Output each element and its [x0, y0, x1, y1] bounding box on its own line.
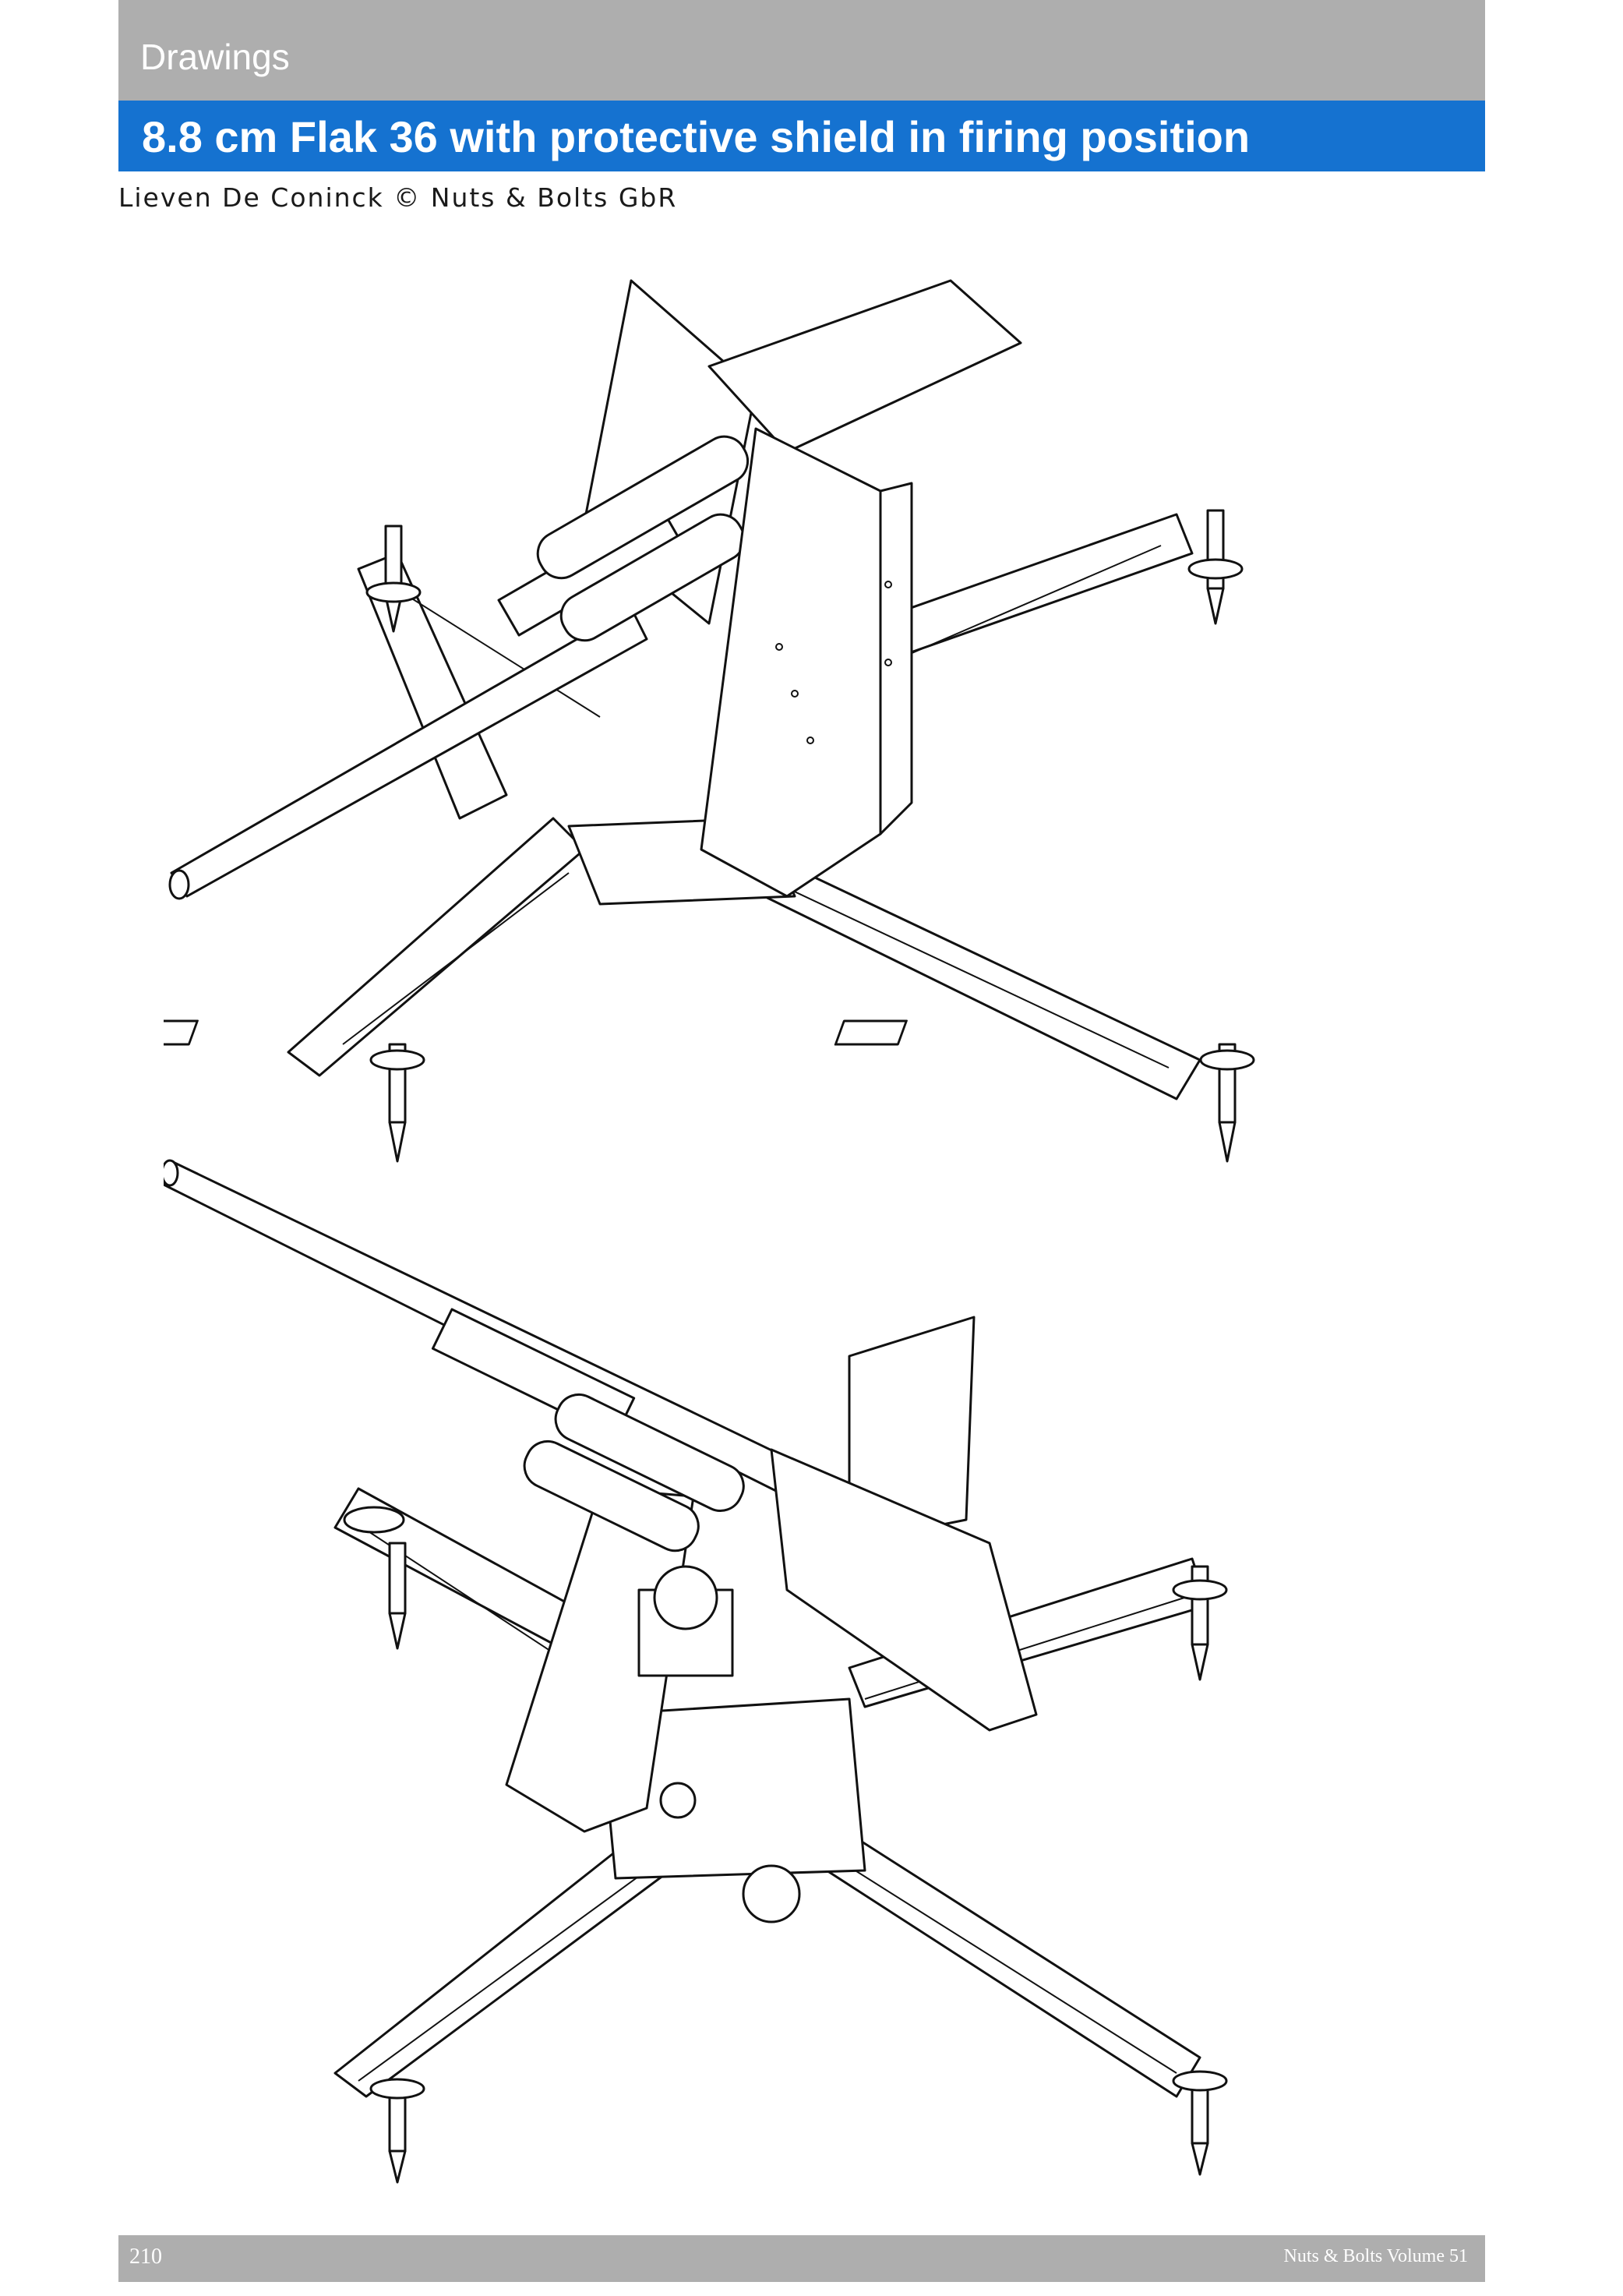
leveling-jack: [369, 1043, 425, 1163]
front-shield: [700, 427, 882, 898]
page-title: 8.8 cm Flak 36 with protective shield in…: [142, 112, 1251, 161]
recoil-cylinder: [559, 513, 746, 642]
footer-bar: 210 Nuts & Bolts Volume 51: [118, 2235, 1485, 2282]
footpad: [834, 1019, 908, 1046]
leveling-jack: [1172, 2070, 1228, 2176]
leveling-jack: [365, 525, 422, 633]
rear-shield: [848, 1316, 976, 1545]
base-platform: [598, 1697, 866, 1880]
leveling-jack: [1199, 1043, 1255, 1163]
author-credit: Lieven De Coninck © Nuts & Bolts GbR: [118, 182, 678, 213]
front-shield-side: [879, 482, 913, 835]
brace: [771, 880, 1170, 1069]
recuperator-cylinder: [536, 435, 750, 580]
brace: [817, 1846, 1177, 2074]
leveling-jack: [1172, 1565, 1228, 1681]
footpad: [164, 1019, 199, 1046]
outrigger-front-left: [287, 817, 586, 1077]
breech-cradle: [770, 1448, 1038, 1732]
sight-knob: [659, 1782, 697, 1819]
title-bar: 8.8 cm Flak 36 with protective shield in…: [118, 101, 1485, 171]
leveling-jack: [343, 1506, 407, 1650]
flak-36-gun-barrel-left-view-drawing-icon: [164, 279, 1255, 1163]
volume-label: Nuts & Bolts Volume 51: [1283, 2246, 1468, 2266]
leveling-jack: [1187, 509, 1244, 625]
traverse-handwheel: [742, 1864, 801, 1923]
breech-cradle: [707, 279, 1022, 454]
side-shield: [505, 1487, 695, 1833]
recoil-cylinder: [523, 1439, 700, 1552]
sight-dial: [653, 1565, 718, 1630]
brace: [358, 1870, 647, 2082]
brace: [342, 872, 570, 1045]
page-number: 210: [129, 2245, 162, 2269]
section-label: Drawings: [140, 37, 290, 77]
recuperator-cylinder: [554, 1393, 745, 1512]
leveling-jack: [369, 2078, 425, 2184]
section-header-bar: Drawings: [118, 0, 1485, 101]
brace: [389, 584, 601, 718]
flak-36-gun-barrel-raised-view-drawing-icon: [164, 1159, 1228, 2184]
